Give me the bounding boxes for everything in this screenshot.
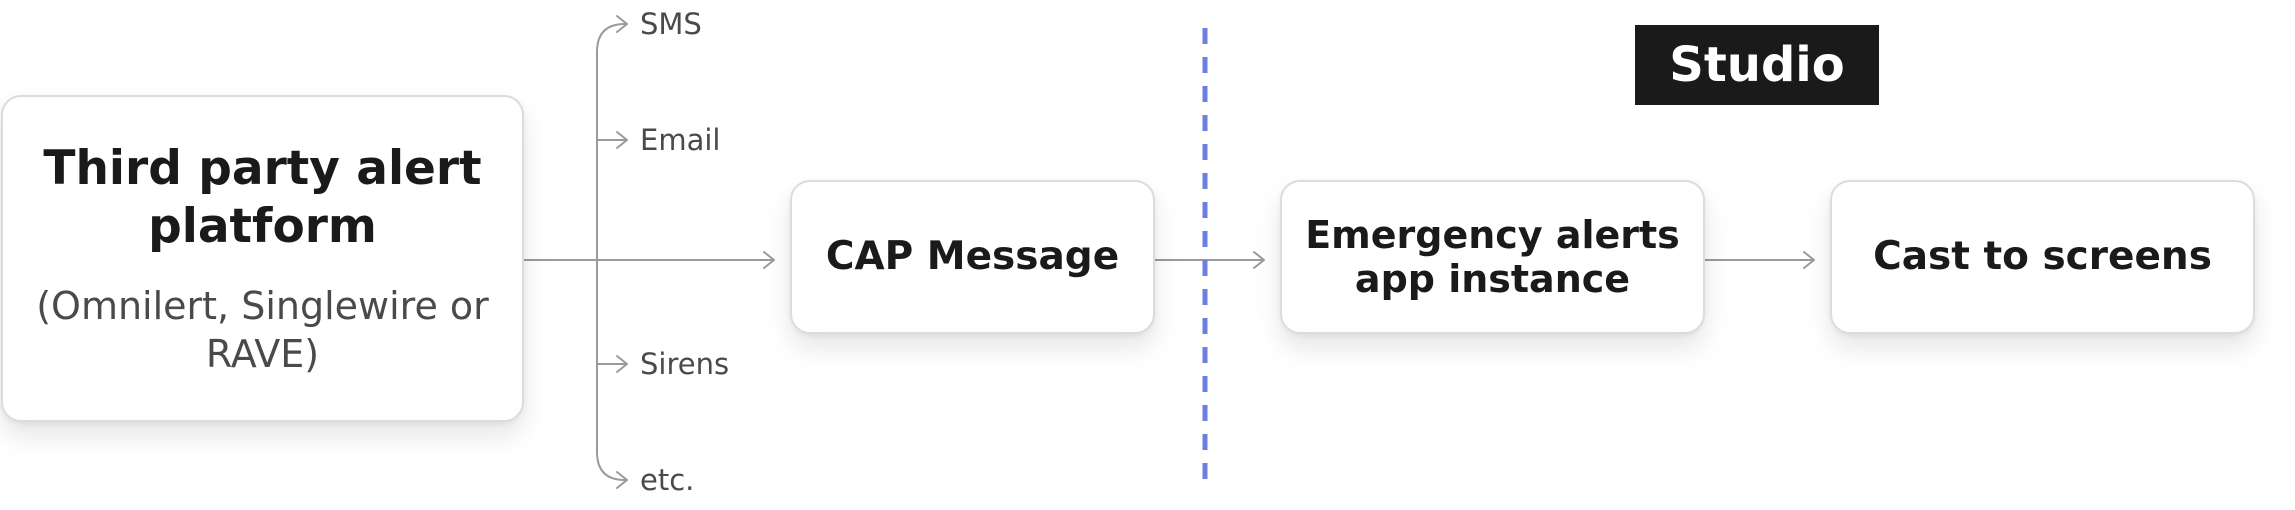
emergency-alerts-app-box: Emergency alerts app instance bbox=[1280, 180, 1705, 334]
arrowhead-app bbox=[1253, 251, 1265, 269]
arrowhead-sms bbox=[616, 15, 628, 33]
arrowhead-cap bbox=[763, 251, 775, 269]
emergency-alerts-app-title: Emergency alerts app instance bbox=[1305, 213, 1680, 301]
channel-trunk bbox=[596, 23, 626, 481]
third-party-title: Third party alert platform bbox=[43, 140, 482, 254]
third-party-alert-platform-box: Third party alert platform (Omnilert, Si… bbox=[1, 95, 524, 422]
cast-to-screens-title: Cast to screens bbox=[1873, 234, 2212, 279]
third-party-subtitle: (Omnilert, Singlewire or RAVE) bbox=[36, 283, 489, 376]
cap-message-title: CAP Message bbox=[825, 234, 1120, 279]
cast-to-screens-box: Cast to screens bbox=[1830, 180, 2255, 334]
arrowhead-etc bbox=[616, 471, 628, 489]
arrowhead-cast bbox=[1803, 251, 1815, 269]
arrowhead-sirens bbox=[616, 355, 628, 373]
channel-label-email: Email bbox=[640, 123, 721, 157]
channel-label-etc: etc. bbox=[640, 463, 695, 497]
channel-label-sms: SMS bbox=[640, 7, 702, 41]
cap-message-box: CAP Message bbox=[790, 180, 1155, 334]
channel-label-sirens: Sirens bbox=[640, 347, 730, 381]
arrowhead-email bbox=[616, 131, 628, 149]
studio-badge: Studio bbox=[1635, 25, 1879, 105]
